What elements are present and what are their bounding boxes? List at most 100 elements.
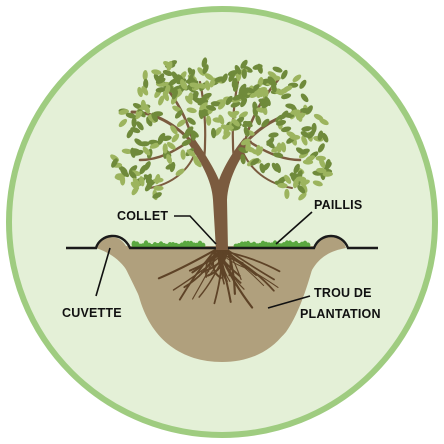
leaf <box>199 102 208 111</box>
leaf <box>240 138 251 146</box>
leaf <box>140 99 147 111</box>
leaf <box>118 118 128 128</box>
leaf <box>174 110 183 119</box>
leaf <box>311 122 317 134</box>
leaf <box>268 132 279 138</box>
leaf <box>259 87 266 98</box>
leaf <box>245 141 251 152</box>
leaf <box>317 143 325 153</box>
leaf <box>186 149 196 157</box>
root <box>213 249 223 305</box>
leaf <box>240 153 246 165</box>
leaf <box>261 100 271 109</box>
leaf <box>231 118 240 127</box>
root <box>217 248 254 309</box>
leaf <box>300 131 311 138</box>
leaf <box>281 93 292 100</box>
leaf <box>152 192 162 199</box>
leaf <box>182 131 192 139</box>
leaf <box>187 84 196 93</box>
leaf <box>193 158 202 168</box>
leaf <box>189 130 199 138</box>
leaf <box>171 89 178 100</box>
leaf <box>238 89 249 95</box>
leaf <box>139 176 145 187</box>
leaf <box>142 70 148 81</box>
leaf <box>284 188 290 200</box>
leaf <box>166 154 173 165</box>
leaf <box>272 66 283 73</box>
leaf <box>223 124 234 131</box>
leaf <box>293 163 300 174</box>
leaf <box>206 104 217 111</box>
leaf <box>315 155 326 161</box>
leaf <box>186 117 196 125</box>
leaf <box>210 127 217 139</box>
leaf <box>280 69 288 80</box>
root <box>191 248 222 274</box>
leaf <box>299 79 307 89</box>
root <box>198 249 227 298</box>
leaf <box>218 114 225 125</box>
leaf <box>119 175 126 186</box>
leaf <box>284 174 292 184</box>
leaf <box>198 111 210 117</box>
leaf <box>126 128 134 139</box>
leaf <box>153 177 164 183</box>
tree-icon <box>110 57 333 201</box>
root <box>201 248 229 274</box>
leaf <box>238 111 249 119</box>
leaf <box>192 90 199 101</box>
leaf <box>204 73 214 81</box>
leaf <box>202 64 209 75</box>
leaf <box>289 172 300 179</box>
leaf <box>316 167 327 174</box>
leaf <box>162 69 173 77</box>
leaf <box>136 121 144 131</box>
leaf <box>130 147 136 158</box>
cuvette-leader <box>95 247 111 297</box>
leaf <box>266 140 275 149</box>
leaf <box>319 118 329 126</box>
leaf <box>261 118 270 128</box>
leaf <box>180 149 186 160</box>
leaf <box>252 64 263 70</box>
trou-leader <box>267 295 311 309</box>
leaf <box>292 74 302 83</box>
leaf <box>175 168 185 176</box>
root <box>157 248 217 280</box>
leaf <box>176 119 186 127</box>
leaf <box>222 131 231 140</box>
leaf <box>198 97 209 104</box>
leaf <box>290 109 301 115</box>
branch <box>248 140 302 162</box>
leaf <box>180 79 186 90</box>
leaf <box>170 125 178 135</box>
leaf <box>155 77 166 84</box>
leaf <box>230 101 241 108</box>
leaf <box>164 84 171 95</box>
planting-hole-soil-main <box>96 236 346 362</box>
leaf <box>321 132 329 143</box>
leaf <box>142 146 151 156</box>
leaf <box>295 176 307 182</box>
leaf <box>189 82 200 88</box>
leaf <box>171 133 180 143</box>
leaf <box>131 117 137 128</box>
leaf <box>149 142 160 149</box>
leaf <box>151 69 162 75</box>
leaf <box>202 92 212 100</box>
collet-leader <box>174 215 217 245</box>
leaf <box>256 144 262 156</box>
leaf <box>299 148 310 155</box>
leaf <box>255 115 262 126</box>
leaf <box>297 185 306 194</box>
leaf <box>205 115 212 126</box>
leaf <box>301 126 312 132</box>
leaf <box>319 158 326 169</box>
leaf <box>278 88 289 95</box>
leaf <box>121 148 133 154</box>
roots-icon <box>157 248 281 309</box>
leaf <box>144 182 153 192</box>
